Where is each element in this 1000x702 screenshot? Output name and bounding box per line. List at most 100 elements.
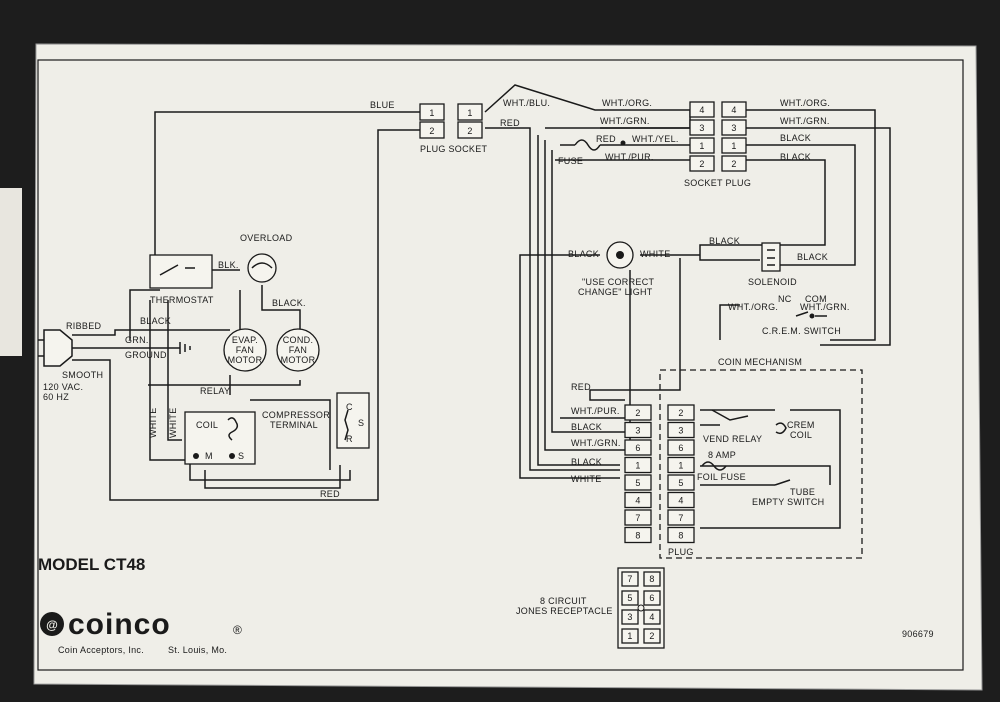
coin-mech-left-pin-box xyxy=(624,421,652,439)
crem-coil-1: CREM xyxy=(787,420,815,430)
fuse: FUSE xyxy=(558,139,626,166)
jones-pin: 3 xyxy=(627,612,632,622)
tube-label-2: EMPTY SWITCH xyxy=(752,497,824,507)
coin-mech-right-pin: 3 xyxy=(678,426,683,436)
coin-mech-left-pin-box xyxy=(624,439,652,456)
terminal-s: S xyxy=(358,418,364,428)
jones-pin: 1 xyxy=(627,631,632,641)
jones-label-1: 8 CIRCUIT xyxy=(540,596,587,606)
socket-plug-right-pin: 1 xyxy=(731,141,736,151)
wire-label-wht-grn-r: WHT./GRN. xyxy=(780,116,830,126)
coin-mech-left-pin-box xyxy=(624,526,652,544)
coin-mech-right-pin: 5 xyxy=(678,478,683,488)
jones-pin-box xyxy=(643,609,661,625)
socket-plug-right-pin: 2 xyxy=(731,159,736,169)
overload-label: OVERLOAD xyxy=(240,233,293,243)
coin-mech-right-pin-box xyxy=(667,491,695,509)
brand-mark: ® xyxy=(233,623,242,637)
jones-pin-box xyxy=(643,571,661,587)
plug-smooth: SMOOTH xyxy=(62,370,103,380)
wire-label-wht-grn-crem: WHT./GRN. xyxy=(800,302,850,312)
wire-label-black-r2: BLACK xyxy=(780,152,811,162)
foil-fuse-label: FOIL FUSE xyxy=(697,472,746,482)
plug-socket: 1 2 1 2 PLUG SOCKET xyxy=(419,103,487,154)
coin-mech-left-pin-box xyxy=(624,509,652,526)
relay-s: S xyxy=(238,451,244,461)
wire-label-black-light: BLACK xyxy=(568,249,599,259)
wire-label-wht-pur: WHT./PUR. xyxy=(605,152,654,162)
wire-label-black-cm2: BLACK xyxy=(571,457,602,467)
cond-fan-line1: COND. xyxy=(283,335,314,345)
crem-nc: NC xyxy=(778,294,792,304)
supply-line2: 60 HZ xyxy=(43,392,69,402)
wire-label-white-v2: WHITE xyxy=(168,408,178,439)
tube-label-1: TUBE xyxy=(790,487,815,497)
wire-label-black-r1: BLACK xyxy=(780,133,811,143)
socket-plug-right-pin: 3 xyxy=(731,123,736,133)
plug-socket-pin-1b: 1 xyxy=(467,108,472,118)
wire-label-black-dot: BLACK. xyxy=(272,298,306,308)
socket-plug-left-pin: 4 xyxy=(699,105,704,115)
model-label: MODEL CT48 xyxy=(38,555,145,574)
coin-mechanism-title: COIN MECHANISM xyxy=(718,357,802,367)
coin-mech-left-pin: 6 xyxy=(635,443,640,453)
wire-label-red: RED xyxy=(500,118,520,128)
crem-coil-2: COIL xyxy=(790,430,812,440)
terminal-c: C xyxy=(346,402,353,412)
coin-mech-right-pin-box xyxy=(667,439,695,456)
wire-label-red-2: RED xyxy=(596,134,616,144)
wire-label-wht-org-r: WHT./ORG. xyxy=(780,98,830,108)
coinco-logo-letter: @ xyxy=(46,618,58,632)
coin-mech-left-pin-box xyxy=(624,456,652,474)
jones-pin: 8 xyxy=(649,574,654,584)
light-label-1: "USE CORRECT xyxy=(582,277,655,287)
wire-label-wht-grn-cm: WHT./GRN. xyxy=(571,438,621,448)
jones-pin-box xyxy=(621,571,639,587)
jones-pin-box xyxy=(621,590,639,606)
compressor-label-2: TERMINAL xyxy=(270,420,318,430)
evap-fan-motor: EVAP. FAN MOTOR xyxy=(223,328,267,372)
plug-socket-pin-2: 2 xyxy=(429,126,434,136)
diagram-border xyxy=(37,59,964,671)
overload: OVERLOAD xyxy=(240,233,293,283)
jones-pin: 7 xyxy=(627,574,632,584)
wire-label-blue: BLUE xyxy=(370,100,395,110)
coin-mech-left-pin: 1 xyxy=(635,461,640,471)
grn-label: GRN. xyxy=(125,335,149,345)
ground-label: GROUND xyxy=(125,350,167,360)
relay: RELAY COIL M S xyxy=(184,386,256,465)
jones-pin: 5 xyxy=(627,593,632,603)
wire-label-red-l: RED xyxy=(320,489,340,499)
ground: GRN. GROUND xyxy=(125,335,191,360)
branding: MODEL CT48 @ coinco ® Coin Acceptors, In… xyxy=(38,555,934,655)
wire-label-wht-yel: WHT./YEL. xyxy=(632,134,679,144)
relay-m: M xyxy=(205,451,213,461)
coin-mech-right-pin: 1 xyxy=(678,461,683,471)
coin-mech-left-pin: 7 xyxy=(635,513,640,523)
coin-mech-right-pin-box xyxy=(667,404,695,421)
jones-pin-box xyxy=(643,628,661,644)
coin-mech-right-pin-box xyxy=(667,526,695,544)
company-city: St. Louis, Mo. xyxy=(168,645,227,655)
socket-plug-left-pin: 3 xyxy=(699,123,704,133)
jones-pin: 4 xyxy=(649,612,654,622)
jones-pin-box xyxy=(621,609,639,625)
jones-pin-box xyxy=(621,628,639,644)
solenoid-label: SOLENOID xyxy=(748,277,797,287)
compressor-terminal: C S R COMPRESSOR TERMINAL xyxy=(262,392,370,449)
plug-socket-pin-2b: 2 xyxy=(467,126,472,136)
crem-com: COM xyxy=(805,294,827,304)
amp-label: 8 AMP xyxy=(708,450,736,460)
coin-mech-left-pin-box xyxy=(624,404,652,421)
jones-pin: 2 xyxy=(649,631,654,641)
socket-plug: 4 3 1 2 4 3 1 2 SOCKET PLUG xyxy=(684,101,751,188)
coin-mech-left-pin: 4 xyxy=(635,496,640,506)
wire-label-black-l: BLACK xyxy=(140,316,171,326)
cond-fan-line3: MOTOR xyxy=(281,355,316,365)
coin-mechanism-plug: PLUG xyxy=(668,547,694,557)
wire-label-white-cm: WHITE xyxy=(571,474,602,484)
side-sticker xyxy=(0,188,22,356)
socket-plug-right-pin: 4 xyxy=(731,105,736,115)
